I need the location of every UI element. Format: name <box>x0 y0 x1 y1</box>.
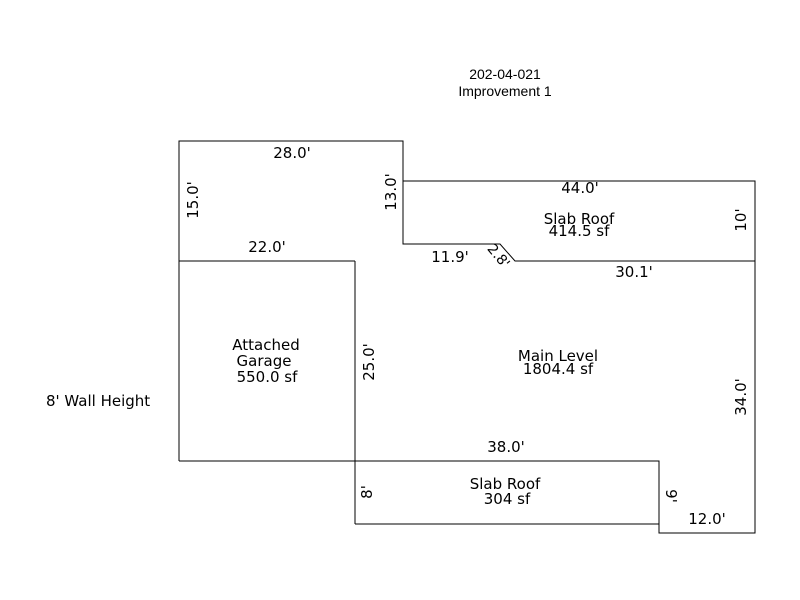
dim-top-44: 44.0' <box>561 179 599 197</box>
dim-slab-38: 38.0' <box>487 438 525 456</box>
dim-slab-30-1: 30.1' <box>615 263 653 281</box>
garage-label-line1: Attached <box>232 336 299 354</box>
main-level-area-value: 1804.4 sf <box>523 360 594 378</box>
dim-slab-8: 8' <box>358 485 376 499</box>
dim-right-10: 10' <box>732 208 750 231</box>
dim-notch-9: 9' <box>662 489 680 503</box>
dim-left-15: 15.0' <box>184 181 202 219</box>
improvement-label: Improvement 1 <box>458 83 552 99</box>
dim-garage-22: 22.0' <box>248 238 286 256</box>
wall-height-note: 8' Wall Height <box>46 392 150 410</box>
dim-step-13: 13.0' <box>382 173 400 211</box>
main-level-label: Main Level <box>518 347 598 365</box>
dim-right-34: 34.0' <box>732 378 750 416</box>
dim-bottom-12: 12.0' <box>688 510 726 528</box>
slab-roof-bottom-area-value: 304 sf <box>484 490 531 508</box>
dim-notch-11-9: 11.9' <box>431 248 469 266</box>
slab-roof-top-label: Slab Roof <box>544 210 615 228</box>
plan-lines <box>178 140 756 534</box>
garage-area-value: 550.0 sf <box>237 368 299 386</box>
garage-label-line2: Garage <box>237 352 292 370</box>
slab-roof-bottom-label: Slab Roof <box>470 475 541 493</box>
slab-roof-top-area-value: 414.5 sf <box>549 222 611 240</box>
dim-diagonal-2-8: 2.8' <box>484 241 513 271</box>
dim-top-28: 28.0' <box>273 144 311 162</box>
dim-garage-25: 25.0' <box>360 343 378 381</box>
outer-wall-upper-left <box>178 140 755 461</box>
parcel-id: 202-04-021 <box>469 66 541 82</box>
